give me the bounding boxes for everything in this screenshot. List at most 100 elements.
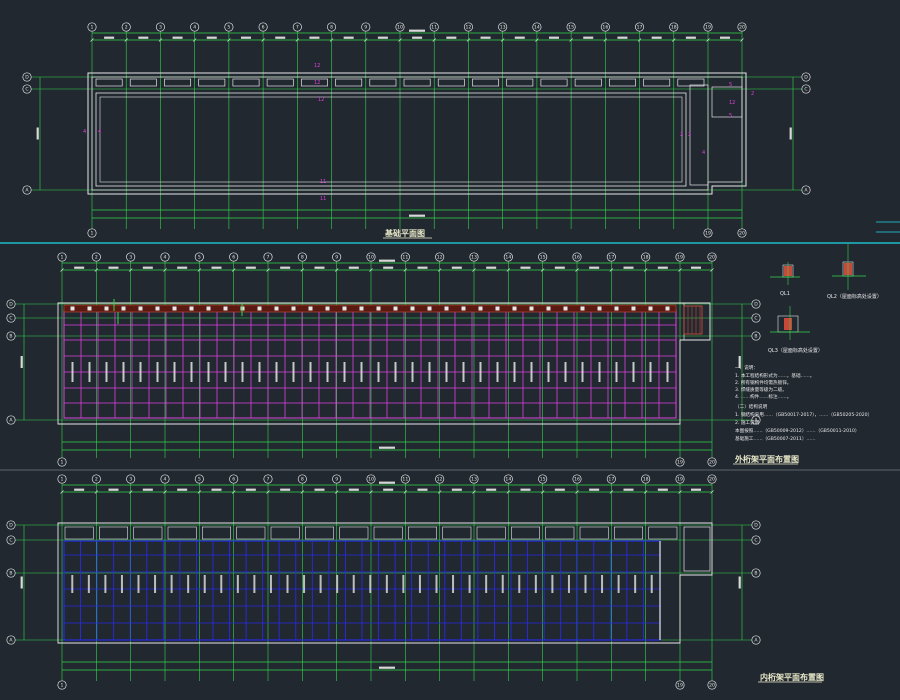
- dimension-tick: [437, 268, 442, 272]
- truss-chord-tag: [631, 306, 636, 311]
- axis-bubble-right: [751, 568, 761, 578]
- dimension-text: [520, 488, 531, 491]
- foundation-top-cell: [608, 78, 636, 87]
- truss-member-label: [241, 362, 244, 382]
- truss-chord-tag: [597, 306, 602, 311]
- axis-bubble-top-label: 16: [602, 25, 608, 31]
- foundation-side-strip: [689, 84, 709, 186]
- truss-member-label: [649, 362, 652, 382]
- axis-bubble-top-label: 8: [330, 25, 333, 31]
- truss-member-label: [258, 362, 261, 382]
- inner-member-label: [650, 575, 653, 593]
- axis-bubble-left: [6, 415, 16, 425]
- axis-bubble-left-label: C: [25, 87, 28, 93]
- axis-bubble-top-label: 20: [709, 255, 715, 261]
- truss-member-label: [105, 362, 108, 382]
- axis-bubble-left: [6, 568, 16, 578]
- dimension-tick: [231, 490, 236, 494]
- axis-bubble-top-label: 6: [262, 25, 265, 31]
- axis-bubble-top-label: 10: [397, 25, 403, 31]
- axis-bubble-top: [707, 474, 717, 484]
- axis-bubble-right: [801, 84, 811, 94]
- inner-top-cell: [614, 526, 643, 540]
- axis-bubble-right-label: A: [754, 418, 758, 424]
- axis-bubble-top: [87, 22, 97, 32]
- foundation-top-cell: [198, 78, 226, 87]
- axis-bubble-top-label: 4: [164, 477, 167, 483]
- truss-member-label: [88, 362, 91, 382]
- dimension-text: [720, 36, 730, 39]
- axis-bubble-top-label: 12: [437, 255, 443, 261]
- truss-chord-tag: [410, 306, 415, 311]
- inner-top-cell: [579, 526, 609, 540]
- foundation-mark: 12: [318, 97, 324, 103]
- dimension-tick: [472, 490, 476, 494]
- axis-bubble-top: [606, 252, 616, 262]
- inner-member-label: [601, 575, 604, 593]
- axis-bubble-bottom: [737, 228, 747, 238]
- truss-chord-tag: [359, 306, 364, 311]
- axis-bubble-top: [292, 22, 302, 32]
- inner-top-cell: [202, 526, 231, 540]
- axis-bubble-top: [126, 474, 136, 484]
- axis-bubble-top: [361, 22, 371, 32]
- dimension-text-vertical: [20, 576, 23, 589]
- inner-top-cell: [373, 526, 403, 540]
- truss-chord-tag: [342, 306, 347, 311]
- truss-member-label: [564, 362, 567, 382]
- axis-bubble-left-label: D: [9, 523, 13, 529]
- axis-bubble-top: [297, 252, 307, 262]
- dimension-tick: [329, 38, 334, 42]
- dimension-text: [486, 266, 497, 269]
- inner-member-label: [418, 575, 421, 593]
- axis-bubble-top-label: 12: [466, 25, 472, 31]
- dimension-tick: [364, 38, 368, 42]
- dimension-tick: [472, 268, 476, 272]
- detail-label-ql3: QL3（屋面标高处设置）: [768, 347, 823, 354]
- inner-member-label: [236, 575, 239, 593]
- inner-member-label: [71, 575, 74, 593]
- truss-member-label: [581, 362, 584, 382]
- axis-bubble-top: [503, 252, 513, 262]
- axis-bubble-top: [469, 474, 479, 484]
- truss-chord-tag: [648, 306, 653, 311]
- truss-chord-tag: [478, 306, 483, 311]
- dimension-tick: [569, 38, 573, 42]
- axis-bubble-top: [538, 474, 548, 484]
- dimension-text: [554, 266, 565, 269]
- axis-bubble-right-label: D: [804, 75, 808, 81]
- truss-chord-tag: [529, 306, 534, 311]
- axis-bubble-top: [297, 474, 307, 484]
- inner-member-label: [435, 575, 438, 593]
- axis-bubble-bottom: [57, 457, 67, 467]
- truss-chord-tag: [121, 306, 126, 311]
- dimension-text: [446, 36, 457, 39]
- axis-bubble-left: [22, 84, 32, 94]
- dimension-tick: [432, 38, 436, 42]
- axis-bubble-left-label: C: [9, 538, 12, 544]
- axis-bubble-left-label: C: [9, 316, 12, 322]
- inner-top-cell: [476, 526, 506, 540]
- axis-bubble-top-label: 17: [608, 255, 614, 261]
- axis-bubble-top: [635, 22, 645, 32]
- axis-bubble-top-label: 10: [368, 477, 374, 483]
- inner-member-label: [87, 575, 90, 593]
- axis-bubble-top-label: 9: [364, 25, 367, 31]
- axis-bubble-top: [566, 22, 576, 32]
- dimension-text: [177, 488, 188, 491]
- dimension-tick: [163, 490, 167, 494]
- note-line: 1. 钢结构采用……（GB50017-2017），……（GB50205-2020…: [735, 411, 872, 418]
- axis-bubble-left: [6, 299, 16, 309]
- dimension-tick: [506, 490, 511, 494]
- dimension-text-vertical: [738, 576, 741, 589]
- inner-member-label: [286, 575, 289, 593]
- axis-bubble-top: [675, 252, 685, 262]
- axis-bubble-top: [400, 252, 410, 262]
- inner-member-label: [468, 575, 471, 593]
- dimension-tick: [637, 38, 642, 42]
- axis-bubble-left: [6, 520, 16, 530]
- axis-bubble-top-label: 5: [198, 255, 201, 261]
- inner-member-label: [120, 575, 123, 593]
- axis-bubble-top: [229, 252, 239, 262]
- axis-bubble-bottom: [707, 680, 717, 690]
